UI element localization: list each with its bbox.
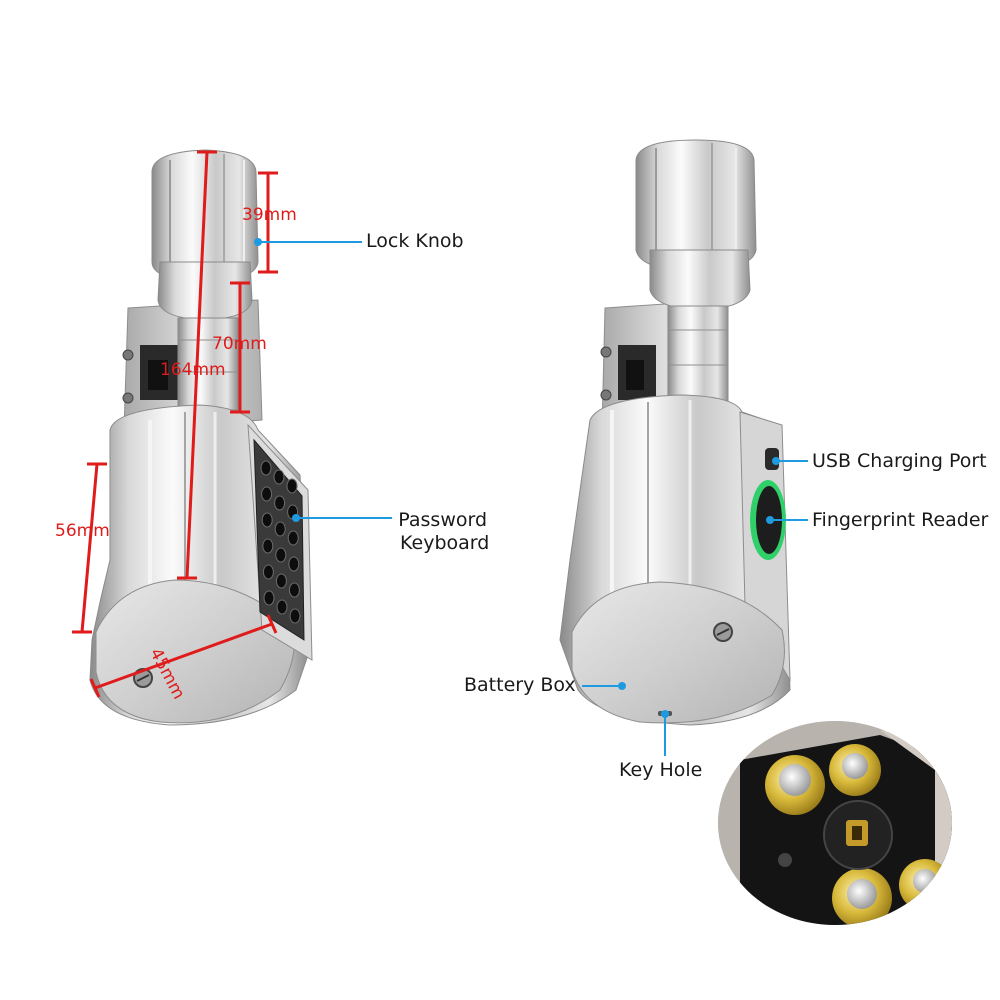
neck-length-dimension: 70mm	[212, 334, 267, 354]
left-callout-lines	[258, 241, 392, 519]
keypad-key	[288, 556, 300, 572]
right-callout-lines	[582, 460, 808, 756]
keypad-key	[287, 530, 299, 546]
usb-charging-port-label: USB Charging Port	[812, 450, 987, 472]
keypad-key	[262, 538, 274, 554]
keypad-key	[261, 486, 273, 502]
battery-compartment-inset	[718, 721, 952, 925]
key-hole-marker	[661, 710, 669, 718]
key-hole-label: Key Hole	[619, 759, 703, 781]
keyboard-marker	[292, 514, 300, 522]
keypad-key	[275, 547, 287, 563]
lock-knob-marker	[254, 238, 262, 246]
password-keyboard-line1: Password	[398, 509, 488, 531]
body-height-dimension: 56mm	[55, 521, 110, 541]
left-lock-cylinder	[89, 149, 313, 726]
password-keyboard-label: Password Keyboard	[396, 509, 489, 555]
keypad-key	[274, 495, 286, 511]
fingerprint-reader-label: Fingerprint Reader	[812, 509, 989, 531]
battery-box-marker	[618, 682, 626, 690]
battery-box-label: Battery Box	[464, 674, 576, 696]
lock-knob-label: Lock Knob	[366, 230, 464, 252]
keypad-key	[276, 599, 288, 615]
fingerprint-marker	[766, 516, 774, 524]
right-lock-cylinder	[559, 139, 791, 726]
knob-height-dimension: 39mm	[242, 205, 297, 225]
keypad-key	[275, 573, 287, 589]
keypad-keys	[260, 460, 301, 624]
keypad-key	[273, 469, 285, 485]
keypad-key	[289, 608, 301, 624]
keypad-key	[288, 582, 300, 598]
keypad-key	[286, 478, 298, 494]
keypad-key	[260, 460, 272, 476]
keypad-key	[261, 512, 273, 528]
password-keyboard-line2: Keyboard	[400, 532, 490, 554]
keypad-key	[274, 521, 286, 537]
dimension-lines	[72, 150, 278, 698]
total-length-dimension: 164mm	[160, 360, 226, 380]
usb-marker	[772, 457, 780, 465]
keypad-key	[262, 564, 274, 580]
keypad-key	[263, 590, 275, 606]
